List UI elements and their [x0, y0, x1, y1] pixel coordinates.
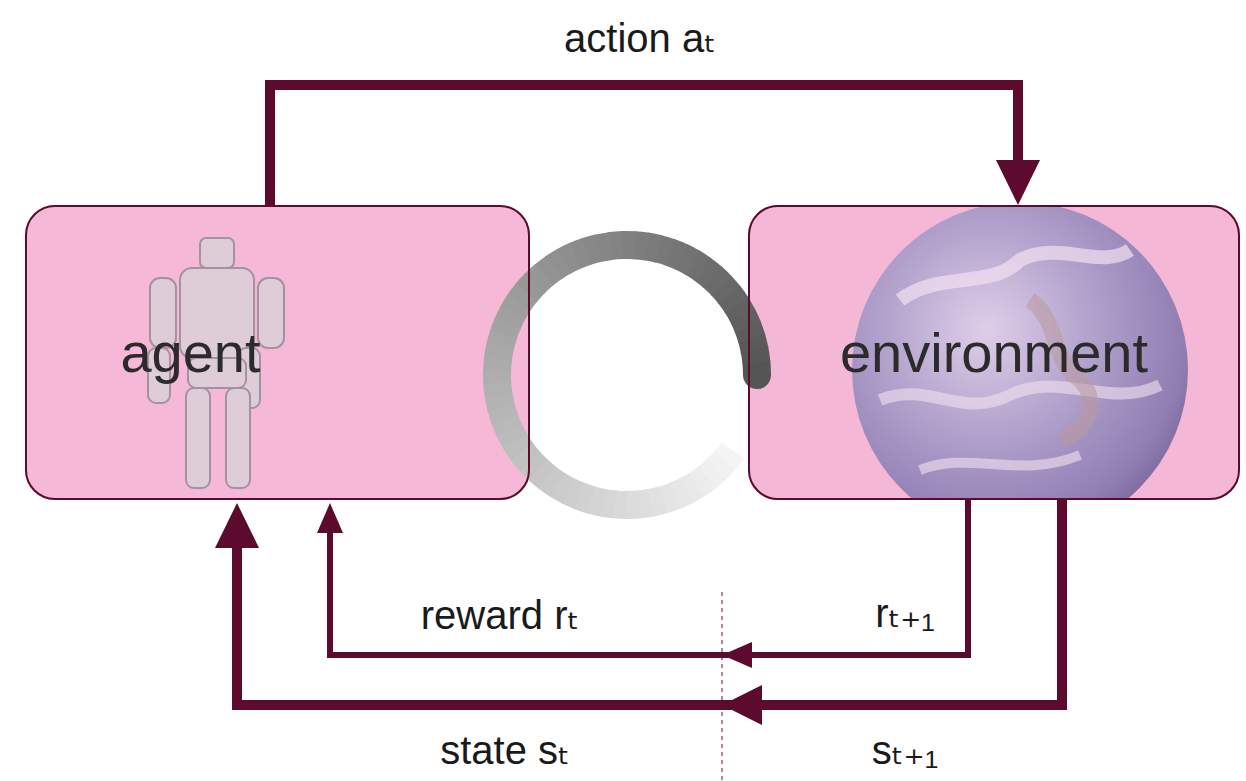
arrow-head: [317, 503, 343, 533]
ring-segment: [613, 490, 628, 519]
edge-label: action aₜ: [564, 16, 716, 60]
process-box: environment: [748, 205, 1240, 500]
edge-label: reward rₜ: [421, 593, 580, 637]
cycle-ring: [483, 231, 771, 519]
arrow-line: [330, 500, 968, 655]
node-title: agent: [120, 320, 260, 385]
environment-ground: [748, 205, 1240, 500]
arrow-head: [722, 685, 762, 725]
node-title: environment: [840, 320, 1148, 385]
signal-label: sₜ₊₁: [872, 728, 938, 772]
arrow-line: [270, 85, 1018, 205]
flow-arrow: [317, 500, 968, 668]
flow-arrow: [215, 500, 1062, 725]
arrow-head: [996, 160, 1040, 205]
agent-ground: [25, 205, 530, 500]
time-divider: [721, 592, 723, 781]
edge-label: state sₜ: [440, 728, 570, 772]
ring-segment: [483, 357, 512, 373]
earth-picture: [748, 205, 1240, 500]
ring-segment: [621, 231, 636, 259]
process-box: agent: [25, 205, 530, 500]
arrow-line: [237, 500, 1062, 705]
signal-label: rₜ₊₁: [875, 591, 935, 635]
arrow-head: [215, 503, 259, 548]
arrow-head: [722, 642, 752, 668]
ring-segment: [714, 442, 744, 470]
flow-arrow: [270, 85, 1040, 205]
